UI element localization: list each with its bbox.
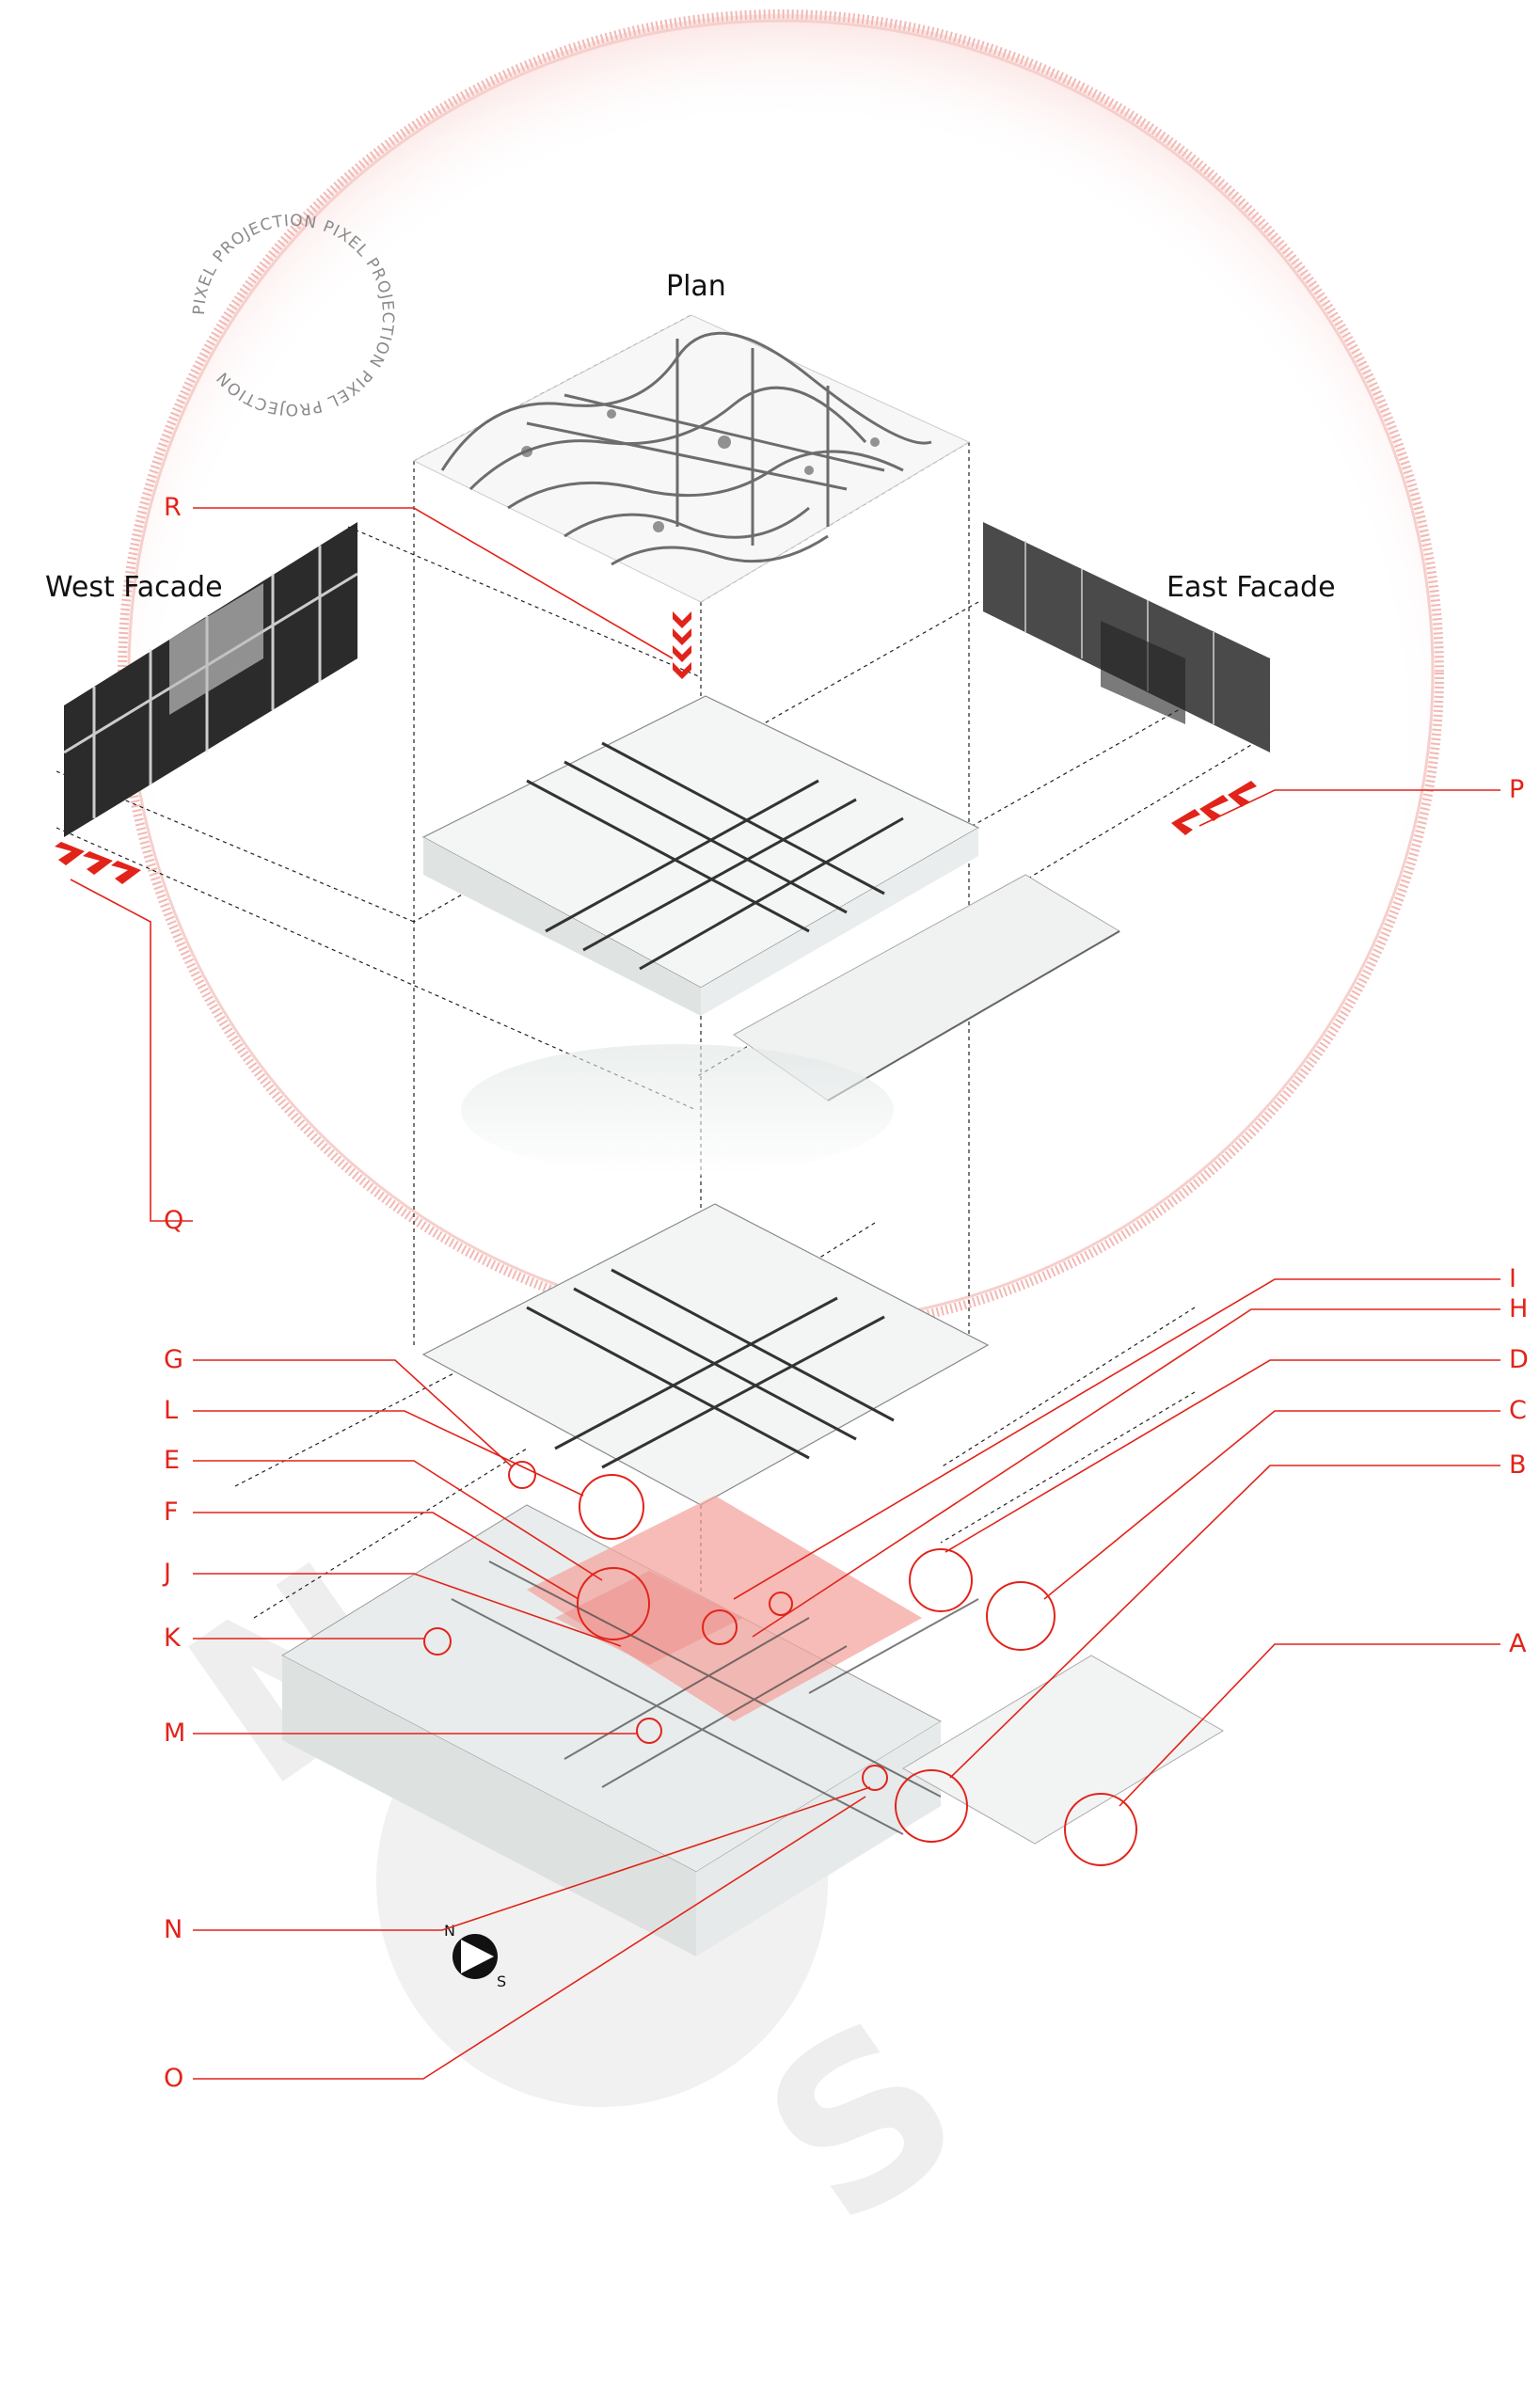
compass-icon: N S (444, 1922, 506, 1990)
chevrons-east (1171, 781, 1257, 835)
detail-circles (423, 1461, 1137, 1866)
plan-title: Plan (666, 270, 726, 303)
callout-leaders (70, 507, 1500, 2080)
callout-labels: R P Q I H D C B A G L E F J K M N O (162, 493, 1529, 2093)
callout-p: P (1509, 775, 1524, 804)
callout-h: H (1509, 1294, 1528, 1323)
callout-i: I (1509, 1264, 1516, 1293)
callout-o: O (164, 2064, 183, 2093)
callout-d: D (1509, 1345, 1529, 1374)
callout-r: R (164, 493, 182, 522)
callout-n: N (164, 1915, 183, 1944)
callout-g: G (164, 1345, 183, 1374)
roof-slab (421, 695, 1120, 1176)
west-facade-title: West Facade (45, 571, 223, 604)
compass-south-label: S (497, 1972, 506, 1990)
callout-f: F (164, 1497, 179, 1527)
building-assembly (280, 1203, 1224, 1956)
east-facade-panel (983, 522, 1270, 752)
callout-e: E (164, 1446, 180, 1475)
callout-m: M (164, 1719, 185, 1748)
callout-k: K (164, 1624, 182, 1653)
chevrons-plan (673, 611, 691, 679)
callout-b: B (1509, 1450, 1527, 1480)
callout-q: Q (164, 1206, 183, 1235)
west-facade-panel (63, 522, 358, 837)
east-facade-title: East Facade (1167, 571, 1336, 604)
callout-a: A (1509, 1629, 1527, 1658)
callout-j: J (162, 1559, 171, 1588)
callout-c: C (1509, 1396, 1527, 1425)
plan-slab (412, 314, 971, 603)
chevrons-west (55, 842, 141, 884)
callout-l: L (164, 1396, 178, 1425)
compass-north-label: N (444, 1922, 455, 1940)
